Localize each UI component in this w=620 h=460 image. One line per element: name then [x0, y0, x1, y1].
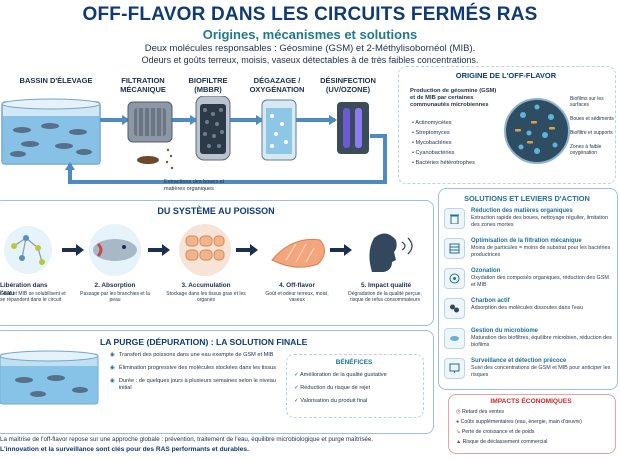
stage-label-biofiltre: BIOFILTRE (MBBR)	[188, 76, 228, 94]
step-label-2: 2. Absorption	[94, 282, 136, 289]
rearing-tank-icon	[1, 98, 101, 165]
economic-title: IMPACTS ÉCONOMIQUES	[490, 398, 572, 405]
info-icon: ◉	[110, 352, 115, 358]
flow-arrow-icon	[65, 115, 337, 170]
monitor-icon	[444, 358, 465, 379]
solutions-panel	[438, 188, 618, 390]
benefits-box	[286, 354, 424, 418]
page-title: OFF-FLAVOR DANS LES CIRCUITS FERMÉS RAS	[82, 4, 538, 25]
uv-lamp-icon	[337, 102, 369, 154]
origin-intro: Production de géosmine (GSM) et de MIB p…	[410, 88, 497, 108]
check-icon: ✓	[294, 398, 299, 404]
step-desc-3: Stockage dans les tissus gras et les org…	[166, 291, 246, 303]
origin-title: ORIGINE DE L'OFF-FLAVOR	[455, 71, 557, 80]
tissue-cells-icon	[179, 224, 231, 276]
step-label-5: 5. Impact qualité	[360, 282, 412, 289]
microbe-icon	[444, 328, 465, 349]
info-icon: ◉	[110, 378, 115, 384]
molecule-icon	[4, 226, 52, 274]
system-flow-illustration	[4, 224, 413, 276]
purge-title: LA PURGE (DÉPURATION) : LA SOLUTION FINA…	[100, 337, 308, 347]
step-desc-5: Dégradation de la qualité perçue, risque…	[348, 291, 422, 303]
fillet-icon	[271, 238, 325, 268]
footer-line-1: La maîtrise de l'off-flavor repose sur u…	[0, 436, 374, 443]
intro-line-1: Deux molécules responsables : Géosmine (…	[144, 43, 476, 54]
check-icon: ✓	[294, 372, 299, 378]
trend-down-icon: ↘	[456, 429, 461, 435]
info-icon: ◉	[110, 365, 115, 371]
origin-bullet-list: • Actinomycètes • Streptomyces • Mycobac…	[412, 120, 475, 166]
microbe-lens-illustration	[504, 98, 570, 164]
origin-callout-list: Biofilms sur les surfaces Boues et sédim…	[570, 96, 614, 156]
footer-line-2: L'innovation et la surveillance sont clé…	[0, 446, 249, 453]
step-desc-1: GSM et MIB se solubilisent et se répande…	[0, 291, 66, 303]
page-subtitle: Origines, mécanismes et solutions	[202, 27, 418, 42]
benefits-title: BÉNÉFICES	[335, 359, 373, 366]
benefits-list: ✓ Amélioration de la qualité gustative ✓…	[294, 372, 387, 404]
step-desc-4: Goût et odeur terreux, moisi, vaseux	[265, 291, 329, 303]
check-icon: ✓	[294, 385, 299, 391]
purge-tank-illustration	[0, 350, 99, 405]
economic-list: ◷ Retard des ventes ● Coûts supplémentai…	[456, 409, 582, 445]
step-label-4: 4. Off-flavor	[279, 282, 315, 289]
step-label-3: 3. Accumulation	[181, 282, 231, 289]
purge-bullet-list: ◉Transfert des poissons dans une eau exe…	[110, 352, 276, 391]
system-title: DU SYSTÈME AU POISSON	[157, 206, 275, 216]
biofilter-icon	[195, 96, 231, 161]
intro-line-2: Odeurs et goûts terreux, moisis, vaseux …	[141, 55, 479, 65]
trash-icon	[444, 208, 465, 229]
charcoal-icon	[444, 298, 465, 319]
consumer-smell-icon	[369, 233, 413, 272]
fish-gill-icon	[89, 224, 141, 276]
stage-label-filtration: FILTRATION MÉCANIQUE	[120, 76, 166, 94]
filter-icon	[444, 238, 465, 259]
clock-icon: ◷	[456, 409, 461, 415]
ozone-icon	[444, 268, 465, 289]
coin-icon: ●	[456, 419, 460, 425]
sludge-extraction-note: Extractions des boues et matières organi…	[164, 179, 225, 192]
stage-label-degazage: DÉGAZAGE / OXYGÉNATION	[249, 76, 305, 94]
warning-icon: ▲	[456, 439, 462, 445]
solutions-title: SOLUTIONS ET LEVIERS D'ACTION	[464, 194, 590, 203]
degassing-column-icon	[261, 99, 297, 161]
drum-filter-icon	[127, 101, 174, 170]
stage-label-bassin: BASSIN D'ÉLEVAGE	[19, 76, 93, 85]
stage-label-desinfection: DÉSINFECTION (UV/OZONE)	[320, 76, 376, 94]
economic-panel	[448, 394, 616, 454]
step-label-1: Libération dans l'eau	[0, 282, 48, 297]
ras-process-illustration	[1, 96, 387, 184]
step-desc-2: Passage par les branchies et la peau	[80, 291, 150, 303]
